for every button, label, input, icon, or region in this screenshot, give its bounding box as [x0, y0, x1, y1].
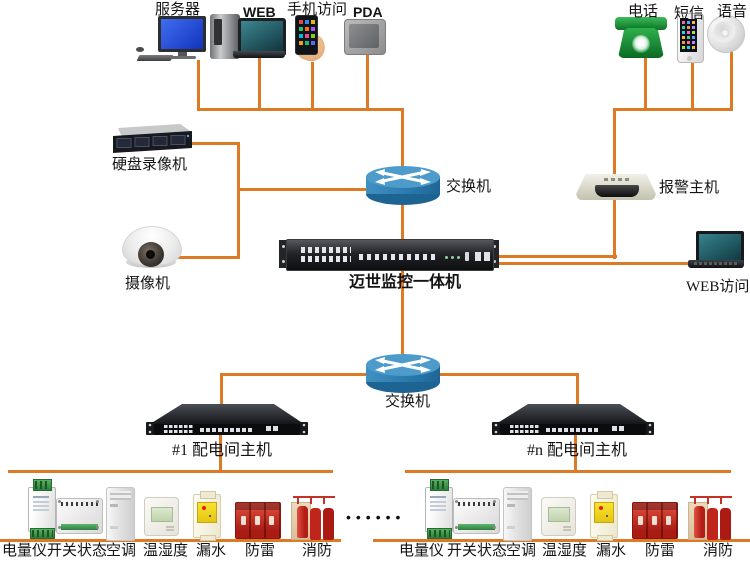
switch-status-module-icon — [56, 497, 103, 534]
distribution-host-n-icon — [492, 404, 654, 435]
web-access-laptop-icon — [688, 231, 744, 268]
surge-protector-icon — [632, 501, 678, 539]
wire — [366, 55, 369, 110]
wire — [496, 262, 744, 265]
label-surge: 防雷 — [645, 543, 676, 559]
wire — [405, 470, 731, 473]
wire — [644, 58, 647, 110]
ellipsis-dots: •••••• — [346, 509, 406, 525]
wire — [237, 142, 240, 259]
label-air-conditioner: 空调 — [106, 543, 137, 559]
label-switch-status: 开关状态 — [447, 543, 508, 559]
wire — [574, 435, 577, 473]
wire — [220, 373, 223, 404]
label-switch-top: 交换机 — [446, 179, 492, 195]
label-sms: 短信 — [674, 6, 705, 22]
water-leak-sensor-icon — [589, 491, 618, 541]
camera-icon — [120, 226, 182, 273]
fire-system-icon — [291, 496, 337, 540]
wire — [8, 470, 333, 473]
wire — [178, 256, 240, 259]
label-host-n: #n 配电间主机 — [527, 442, 628, 459]
switch-bottom-icon — [366, 354, 440, 393]
label-web: WEB — [243, 4, 276, 20]
wire — [186, 142, 240, 145]
wire — [576, 373, 579, 404]
wire — [258, 57, 261, 110]
server-icon — [136, 14, 242, 62]
water-leak-sensor-icon — [192, 491, 221, 541]
wire — [0, 539, 341, 542]
label-camera: 摄像机 — [125, 276, 171, 292]
pda-icon — [344, 19, 386, 55]
label-temp-humidity: 温湿度 — [542, 543, 588, 559]
wire — [730, 50, 733, 110]
air-conditioner-icon — [503, 487, 532, 541]
air-conditioner-icon — [106, 487, 135, 541]
sms-phone-icon — [677, 13, 704, 63]
core-unit-icon — [279, 239, 499, 271]
wire — [496, 255, 617, 258]
wire — [197, 108, 404, 111]
web-laptop-icon — [233, 18, 286, 59]
label-server: 服务器 — [155, 2, 201, 18]
dvr-icon — [113, 124, 192, 153]
wire — [220, 373, 366, 376]
label-fire: 消防 — [302, 543, 333, 559]
wire — [691, 60, 694, 110]
wire — [237, 188, 368, 191]
wire — [401, 267, 404, 360]
power-meter-icon — [20, 478, 62, 539]
alarm-host-icon — [576, 174, 656, 201]
label-temp-humidity: 温湿度 — [143, 543, 189, 559]
label-pda: PDA — [353, 4, 383, 20]
mobile-access-icon — [289, 15, 329, 65]
label-water-leak: 漏水 — [196, 543, 227, 559]
label-voice: 语音 — [717, 4, 748, 20]
label-web-access: WEB访问 — [686, 279, 750, 295]
label-power-meter: 电量仪 — [2, 543, 48, 559]
power-meter-icon — [417, 478, 459, 539]
distribution-host-1-icon — [146, 404, 308, 435]
switch-top-icon — [366, 166, 440, 205]
label-core-unit: 迈世监控一体机 — [349, 274, 462, 291]
label-dvr: 硬盘录像机 — [112, 157, 188, 173]
switch-status-module-icon — [453, 497, 500, 534]
temp-humidity-sensor-icon — [541, 497, 576, 536]
voice-speaker-icon — [703, 11, 749, 57]
wire — [613, 108, 733, 111]
label-power-meter: 电量仪 — [399, 543, 445, 559]
wire — [437, 373, 579, 376]
wire — [219, 435, 222, 473]
surge-protector-icon — [235, 501, 281, 539]
wire — [311, 62, 314, 110]
label-fire: 消防 — [703, 543, 734, 559]
label-host-1: #1 配电间主机 — [172, 442, 273, 459]
label-switch-status: 开关状态 — [47, 543, 108, 559]
wire — [197, 60, 200, 110]
temp-humidity-sensor-icon — [144, 497, 179, 536]
label-switch-bottom: 交换机 — [385, 394, 431, 410]
wire — [401, 198, 404, 242]
wire — [373, 539, 750, 542]
fire-system-icon — [688, 496, 734, 540]
label-mobile-access: 手机访问 — [287, 2, 348, 18]
label-telephone: 电话 — [628, 4, 659, 20]
label-surge: 防雷 — [245, 543, 276, 559]
label-alarm-host: 报警主机 — [659, 180, 720, 196]
label-water-leak: 漏水 — [596, 543, 627, 559]
telephone-icon — [615, 17, 667, 59]
label-air-conditioner: 空调 — [506, 543, 537, 559]
wire — [401, 108, 404, 170]
